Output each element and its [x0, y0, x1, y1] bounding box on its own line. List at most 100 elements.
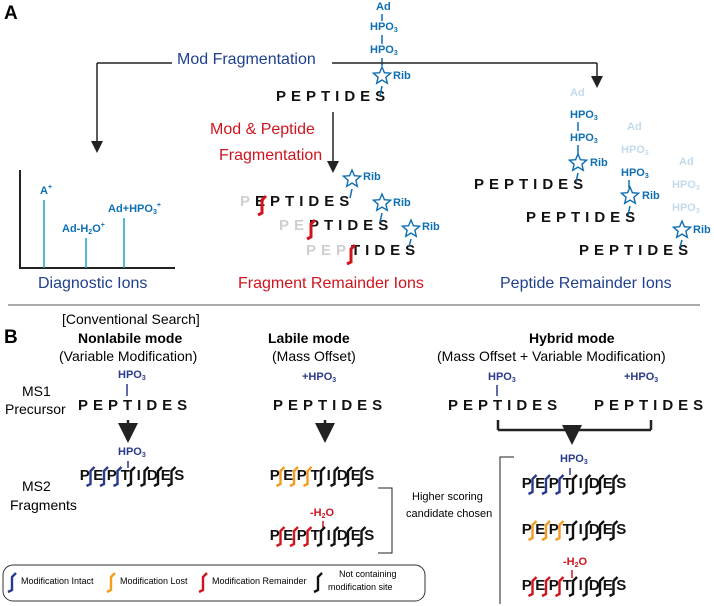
rib-frag-1: Rib — [363, 171, 381, 183]
residue-letter: E — [160, 467, 171, 484]
residue-letter: P — [296, 467, 307, 484]
residue-letter: D — [588, 521, 600, 538]
peptide-remainder-ions-label: Peptide Remainder Ions — [500, 275, 672, 292]
residue-letter: E — [350, 527, 361, 544]
legend-intact-label: Modification Intact — [21, 576, 94, 586]
higher-scoring-line2: candidate chosen — [406, 508, 493, 520]
hybrid-ms2-hpo3: HPO3 — [560, 453, 588, 467]
residue-letter: T — [120, 467, 130, 484]
labile-ms1-peptide: PEPTIDES — [273, 397, 388, 414]
legend-lost-label: Modification Lost — [120, 576, 188, 586]
ms2-label-line2: Fragments — [10, 497, 77, 513]
nonlabile-ms1-hpo3: HPO3 — [118, 369, 146, 383]
residue-letter: S — [174, 467, 185, 484]
frag-row-1: PEPTIDES — [240, 193, 355, 210]
labile-ms2-minus-h2o: -H2O — [310, 507, 335, 521]
residue-letter: T — [310, 467, 320, 484]
rib-star-top — [371, 65, 393, 85]
residue-letter: E — [535, 577, 546, 594]
diagnostic-ions-label: Diagnostic Ions — [38, 275, 148, 292]
rib-frag-2: Rib — [393, 197, 411, 209]
residue-letter: P — [521, 577, 532, 594]
hpo3-label-1: HPO3 — [370, 21, 398, 35]
conventional-search-label: [Conventional Search] — [62, 311, 200, 327]
residue-letter: P — [269, 467, 280, 484]
residue-letter: S — [364, 527, 375, 544]
residue-letter: I — [326, 527, 331, 544]
legend-tick-3 — [198, 572, 208, 594]
labile-ms1-plus-hpo3: +HPO3 — [302, 371, 337, 385]
residue-letter: I — [326, 467, 331, 484]
hybrid-ms1-peptide-a: PEPTIDES — [448, 397, 563, 414]
pr-rib-3: Rib — [693, 224, 711, 236]
residue-letter: T — [562, 475, 572, 492]
fragment-remainder-ions-label: Fragment Remainder Ions — [238, 275, 424, 292]
pr-rib-1: Rib — [590, 157, 608, 169]
residue-letter: D — [588, 475, 600, 492]
ms1-label-line1: MS1 — [22, 383, 51, 399]
peptide-top: PEPTIDES — [276, 88, 391, 105]
ad-label: Ad — [376, 1, 391, 13]
residue-letter: S — [616, 577, 627, 594]
residue-letter: P — [106, 467, 117, 484]
hybrid-title: Hybrid mode — [529, 330, 615, 346]
residue-letter: E — [602, 521, 613, 538]
ms1-label-line2: Precursor — [5, 401, 66, 417]
nonlabile-ms1-peptide: PEPTIDES — [78, 397, 193, 414]
residue-letter: T — [562, 577, 572, 594]
residue-letter: D — [588, 577, 600, 594]
ms2-label-line1: MS2 — [22, 478, 51, 494]
pep-remainder-row-1: PEPTIDES — [474, 176, 589, 193]
legend-not-containing-line2: modification site — [328, 582, 393, 592]
residue-letter: I — [136, 467, 141, 484]
residue-letter: E — [602, 475, 613, 492]
rib-frag-3: Rib — [422, 221, 440, 233]
residue-letter: D — [336, 467, 348, 484]
hybrid-subtitle: (Mass Offset + Variable Modification) — [437, 348, 666, 364]
mod-peptide-fragmentation-line2: Fragmentation — [219, 147, 323, 164]
rib-star-pr-3 — [671, 219, 693, 239]
residue-letter: P — [548, 577, 559, 594]
rib-label: Rib — [393, 70, 411, 82]
hybrid-bracket — [499, 456, 514, 604]
labile-bracket — [378, 487, 393, 554]
hybrid-ms2-minus-h2o: -H2O — [563, 556, 588, 570]
pr-hpo3-1: HPO3 — [570, 109, 598, 123]
nonlabile-title: Nonlabile mode — [78, 330, 183, 346]
residue-letter: P — [521, 521, 532, 538]
higher-scoring-line1: Higher scoring — [412, 491, 483, 503]
legend-tick-1 — [7, 572, 17, 594]
ghost-ad-3: Ad — [679, 156, 694, 168]
rib-star-pr-1 — [567, 152, 589, 172]
mod-frag-arrows — [91, 62, 603, 173]
frag-row-3: PEPTIDES — [306, 242, 421, 259]
residue-letter: E — [93, 467, 104, 484]
residue-letter: E — [535, 475, 546, 492]
frag-row-2: PEPTIDES — [279, 217, 394, 234]
residue-letter: I — [578, 521, 583, 538]
pep-remainder-row-3: PEPTIDES — [579, 242, 694, 259]
peak-ad-hpo3-label: Ad+HPO3+ — [108, 202, 161, 216]
legend-remainder-label: Modification Remainder — [212, 576, 307, 586]
labile-title: Labile mode — [268, 330, 350, 346]
rib-star-frag-2 — [371, 192, 393, 212]
ghost-hpo3-3a: HPO3 — [672, 179, 700, 193]
peak-a-label: A+ — [40, 184, 53, 197]
legend-tick-4 — [313, 572, 323, 594]
legend-tick-2 — [106, 572, 116, 594]
ms1-ms2-arrows — [118, 420, 653, 445]
residue-letter: E — [602, 577, 613, 594]
residue-letter: P — [548, 475, 559, 492]
peak-ad-h2o-label: Ad-H2O+ — [62, 222, 105, 236]
residue-letter: P — [548, 521, 559, 538]
mod-peptide-fragmentation-line1: Mod & Peptide — [210, 121, 315, 138]
ghost-hpo3-3b: HPO3 — [672, 202, 700, 216]
residue-letter: S — [616, 475, 627, 492]
mod-fragmentation-label: Mod Fragmentation — [177, 51, 316, 68]
residue-letter: S — [364, 467, 375, 484]
hybrid-ms1-hpo3: HPO3 — [488, 371, 516, 385]
